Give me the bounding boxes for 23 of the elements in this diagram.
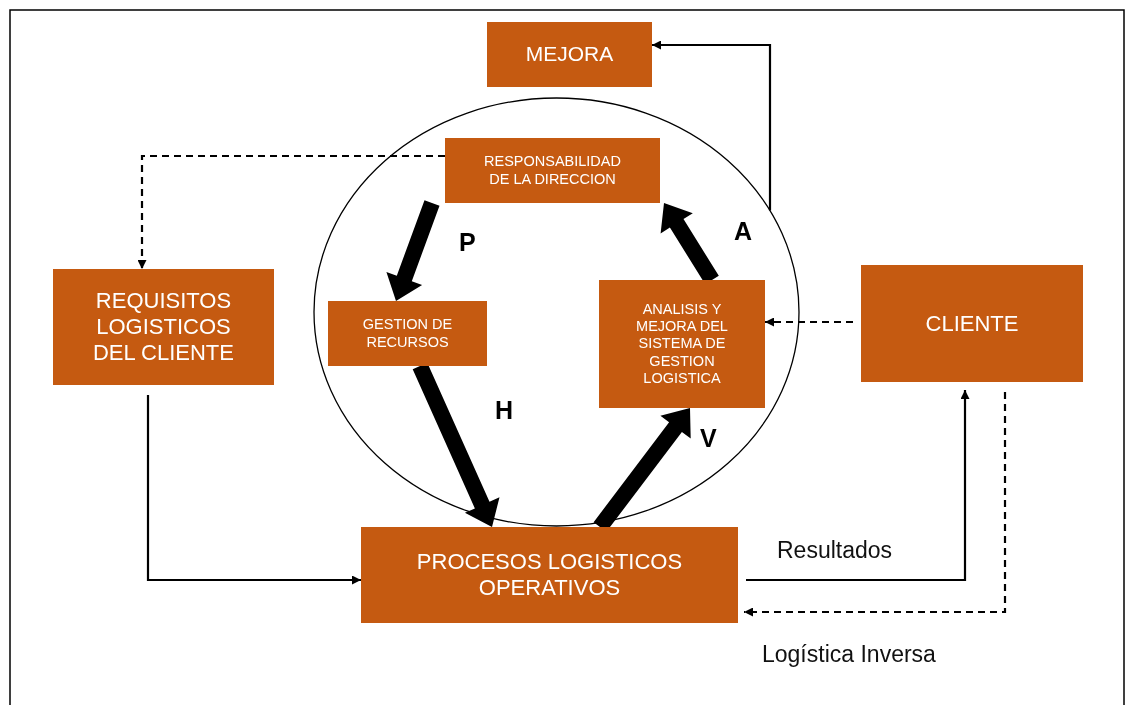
edge-label: Logística Inversa — [760, 641, 938, 668]
block-arrow — [386, 200, 440, 301]
process-box — [599, 280, 765, 408]
box-label: CLIENTE — [925, 310, 1019, 337]
cycle-circle — [313, 97, 800, 527]
box-label: REQUISITOS LOGISTICOS DEL CLIENTE — [92, 288, 235, 366]
arrow — [137, 154, 445, 269]
process-box — [861, 265, 1083, 382]
arrow — [746, 390, 970, 582]
arrow — [765, 317, 853, 327]
arrow — [652, 40, 772, 211]
process-box — [53, 269, 274, 385]
box-label: RESPONSABILIDAD DE LA DIRECCION — [483, 153, 622, 188]
process-box — [361, 527, 738, 623]
box-label: GESTION DE RECURSOS — [361, 316, 454, 351]
box-label: PROCESOS LOGISTICOS OPERATIVOS — [415, 549, 684, 601]
box-label: MEJORA — [525, 42, 614, 67]
process-box — [328, 301, 487, 366]
process-box — [487, 22, 652, 87]
arrow — [146, 395, 361, 585]
arrow — [744, 392, 1007, 617]
box-label: ANALISIS Y MEJORA DEL SISTEMA DE GESTION LOGISTICA — [635, 301, 729, 387]
process-box — [445, 138, 660, 203]
